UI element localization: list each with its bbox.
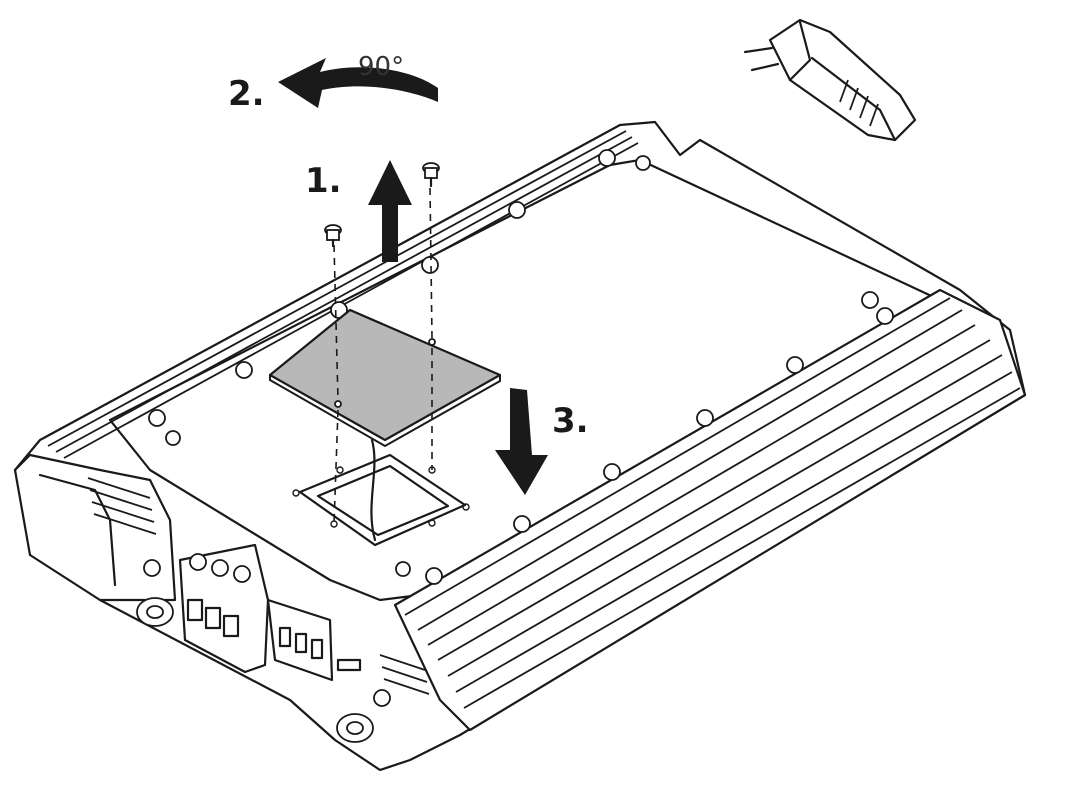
- alignment-lines: [333, 187, 433, 525]
- power-cable: [903, 122, 1049, 329]
- right-heatsink: [393, 288, 1027, 732]
- arrow-down-icon: [495, 388, 548, 495]
- step-3-label: 3.: [552, 401, 589, 441]
- housing-feet: [136, 559, 391, 743]
- panel-screws: [148, 149, 894, 585]
- step-2-label: 2.: [228, 74, 265, 114]
- rotate-left-icon: [278, 58, 438, 108]
- left-heatsink-fins: [39, 124, 639, 459]
- removed-screws: [324, 162, 440, 248]
- terminal-block: [178, 543, 362, 682]
- arrow-up-icon: [368, 160, 412, 262]
- power-plug: [743, 18, 917, 142]
- cover-plate: [268, 308, 502, 448]
- rotation-angle-label: 90°: [358, 52, 404, 82]
- panel-opening: [292, 438, 470, 547]
- screw-right: [422, 162, 440, 188]
- front-vent-slots: [87, 477, 430, 695]
- screw-left: [324, 224, 342, 248]
- step-1-label: 1.: [305, 161, 342, 201]
